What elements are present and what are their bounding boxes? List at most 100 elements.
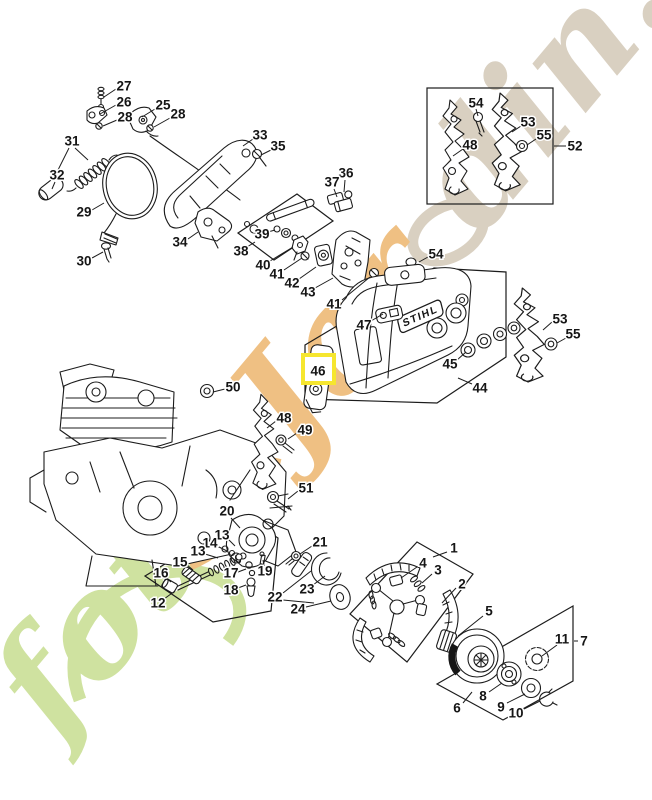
bracket-line-3 — [282, 599, 315, 604]
part-label-8[interactable]: 8 — [478, 687, 489, 705]
leader-line-41 — [341, 276, 371, 301]
parts-linework: STIHL — [29, 86, 558, 707]
part-label-7[interactable]: 7 — [579, 632, 590, 650]
part-label-30[interactable]: 30 — [75, 252, 93, 270]
leader-line-13 — [227, 538, 236, 547]
part-label-45[interactable]: 45 — [441, 355, 460, 373]
part-label-49[interactable]: 49 — [296, 421, 314, 439]
part-label-31[interactable]: 31 — [63, 132, 82, 150]
leader-line-41 — [283, 257, 303, 271]
part-label-41[interactable]: 41 — [268, 265, 287, 283]
part-label-11[interactable]: 11 — [553, 630, 571, 648]
part-label-50[interactable]: 50 — [224, 378, 242, 396]
leader-line-48 — [452, 148, 464, 157]
part-label-10[interactable]: 10 — [507, 704, 525, 722]
part-latch-47 — [375, 304, 404, 324]
leader-line-20 — [230, 517, 241, 529]
part-label-54[interactable]: 54 — [427, 245, 446, 263]
part-label-13[interactable]: 13 — [213, 526, 232, 544]
part-label-2[interactable]: 2 — [457, 575, 468, 593]
leader-line-27 — [103, 88, 117, 98]
part-label-1[interactable]: 1 — [449, 539, 460, 557]
part-spike-53 — [513, 287, 558, 383]
part-label-51[interactable]: 51 — [297, 479, 316, 497]
leader-line-16 — [165, 577, 172, 583]
leader-line-26 — [99, 104, 117, 115]
part-label-36[interactable]: 36 — [337, 164, 356, 182]
part-bumper-spike-set — [442, 92, 529, 196]
part-label-19[interactable]: 19 — [256, 562, 274, 580]
part-label-4[interactable]: 4 — [418, 554, 429, 572]
leader-line-29 — [91, 202, 105, 211]
part-guide-plate-group — [291, 230, 423, 288]
part-label-37[interactable]: 37 — [323, 173, 341, 191]
part-label-52[interactable]: 52 — [566, 137, 584, 155]
part-label-28[interactable]: 28 — [116, 108, 135, 126]
part-label-21[interactable]: 21 — [311, 533, 330, 551]
part-label-34[interactable]: 34 — [171, 233, 190, 251]
part-label-55[interactable]: 55 — [564, 325, 583, 343]
part-label-54[interactable]: 54 — [467, 94, 486, 112]
part-label-38[interactable]: 38 — [232, 242, 251, 260]
part-label-55[interactable]: 55 — [535, 126, 554, 144]
part-label-28[interactable]: 28 — [169, 105, 188, 123]
part-label-25[interactable]: 25 — [154, 96, 173, 114]
part-label-39[interactable]: 39 — [253, 225, 271, 243]
leader-lines-layer — [51, 88, 578, 710]
part-label-53[interactable]: 53 — [519, 113, 538, 131]
part-label-23[interactable]: 23 — [298, 580, 317, 598]
part-label-42[interactable]: 42 — [283, 274, 301, 292]
part-label-41[interactable]: 41 — [325, 295, 344, 313]
part-label-3[interactable]: 3 — [433, 561, 444, 579]
stihl-logo: STIHL — [397, 299, 444, 334]
leader-line-24 — [305, 600, 332, 608]
part-label-26[interactable]: 26 — [115, 93, 134, 111]
part-hose-kit — [243, 198, 315, 242]
part-label-47[interactable]: 47 — [355, 316, 373, 334]
leader-line-2 — [441, 587, 457, 604]
part-label-17[interactable]: 17 — [222, 564, 240, 582]
leader-line-37 — [333, 188, 338, 198]
highlight-box-46[interactable] — [301, 353, 336, 385]
part-label-22[interactable]: 22 — [266, 588, 284, 606]
part-label-43[interactable]: 43 — [299, 283, 318, 301]
part-label-24[interactable]: 24 — [289, 600, 308, 618]
part-label-27[interactable]: 27 — [115, 77, 133, 95]
part-label-9[interactable]: 9 — [496, 698, 507, 716]
part-label-20[interactable]: 20 — [218, 502, 236, 520]
part-handle-molding — [163, 139, 267, 249]
part-label-14[interactable]: 14 — [201, 534, 220, 552]
part-label-48[interactable]: 48 — [275, 409, 294, 427]
part-label-35[interactable]: 35 — [269, 137, 288, 155]
leader-line-11 — [541, 644, 558, 657]
part-label-46[interactable]: 46 — [309, 362, 328, 380]
leader-line-4 — [400, 566, 418, 579]
part-label-29[interactable]: 29 — [75, 203, 93, 221]
part-label-6[interactable]: 6 — [452, 699, 463, 717]
leader-line-17 — [237, 568, 247, 573]
part-label-33[interactable]: 33 — [251, 126, 270, 144]
part-label-48[interactable]: 48 — [461, 136, 480, 154]
leader-line-28 — [153, 117, 171, 128]
part-label-13[interactable]: 13 — [189, 542, 208, 560]
part-label-18[interactable]: 18 — [222, 581, 241, 599]
leader-line-23 — [312, 575, 326, 586]
part-label-15[interactable]: 15 — [171, 553, 190, 571]
part-label-44[interactable]: 44 — [471, 379, 490, 397]
part-label-53[interactable]: 53 — [551, 310, 570, 328]
part-label-32[interactable]: 32 — [48, 166, 66, 184]
leader-line-54 — [475, 108, 479, 117]
part-label-12[interactable]: 12 — [149, 594, 167, 612]
leader-line-6 — [462, 691, 473, 704]
leader-line-50 — [212, 388, 226, 393]
part-label-40[interactable]: 40 — [254, 256, 272, 274]
leader-line-21 — [299, 545, 313, 555]
leader-line-39 — [267, 229, 276, 233]
bracket-line-1 — [74, 147, 89, 161]
leader-line-55 — [526, 138, 537, 146]
part-label-5[interactable]: 5 — [484, 602, 495, 620]
part-spike-48 — [199, 383, 295, 513]
part-label-16[interactable]: 16 — [152, 564, 171, 582]
